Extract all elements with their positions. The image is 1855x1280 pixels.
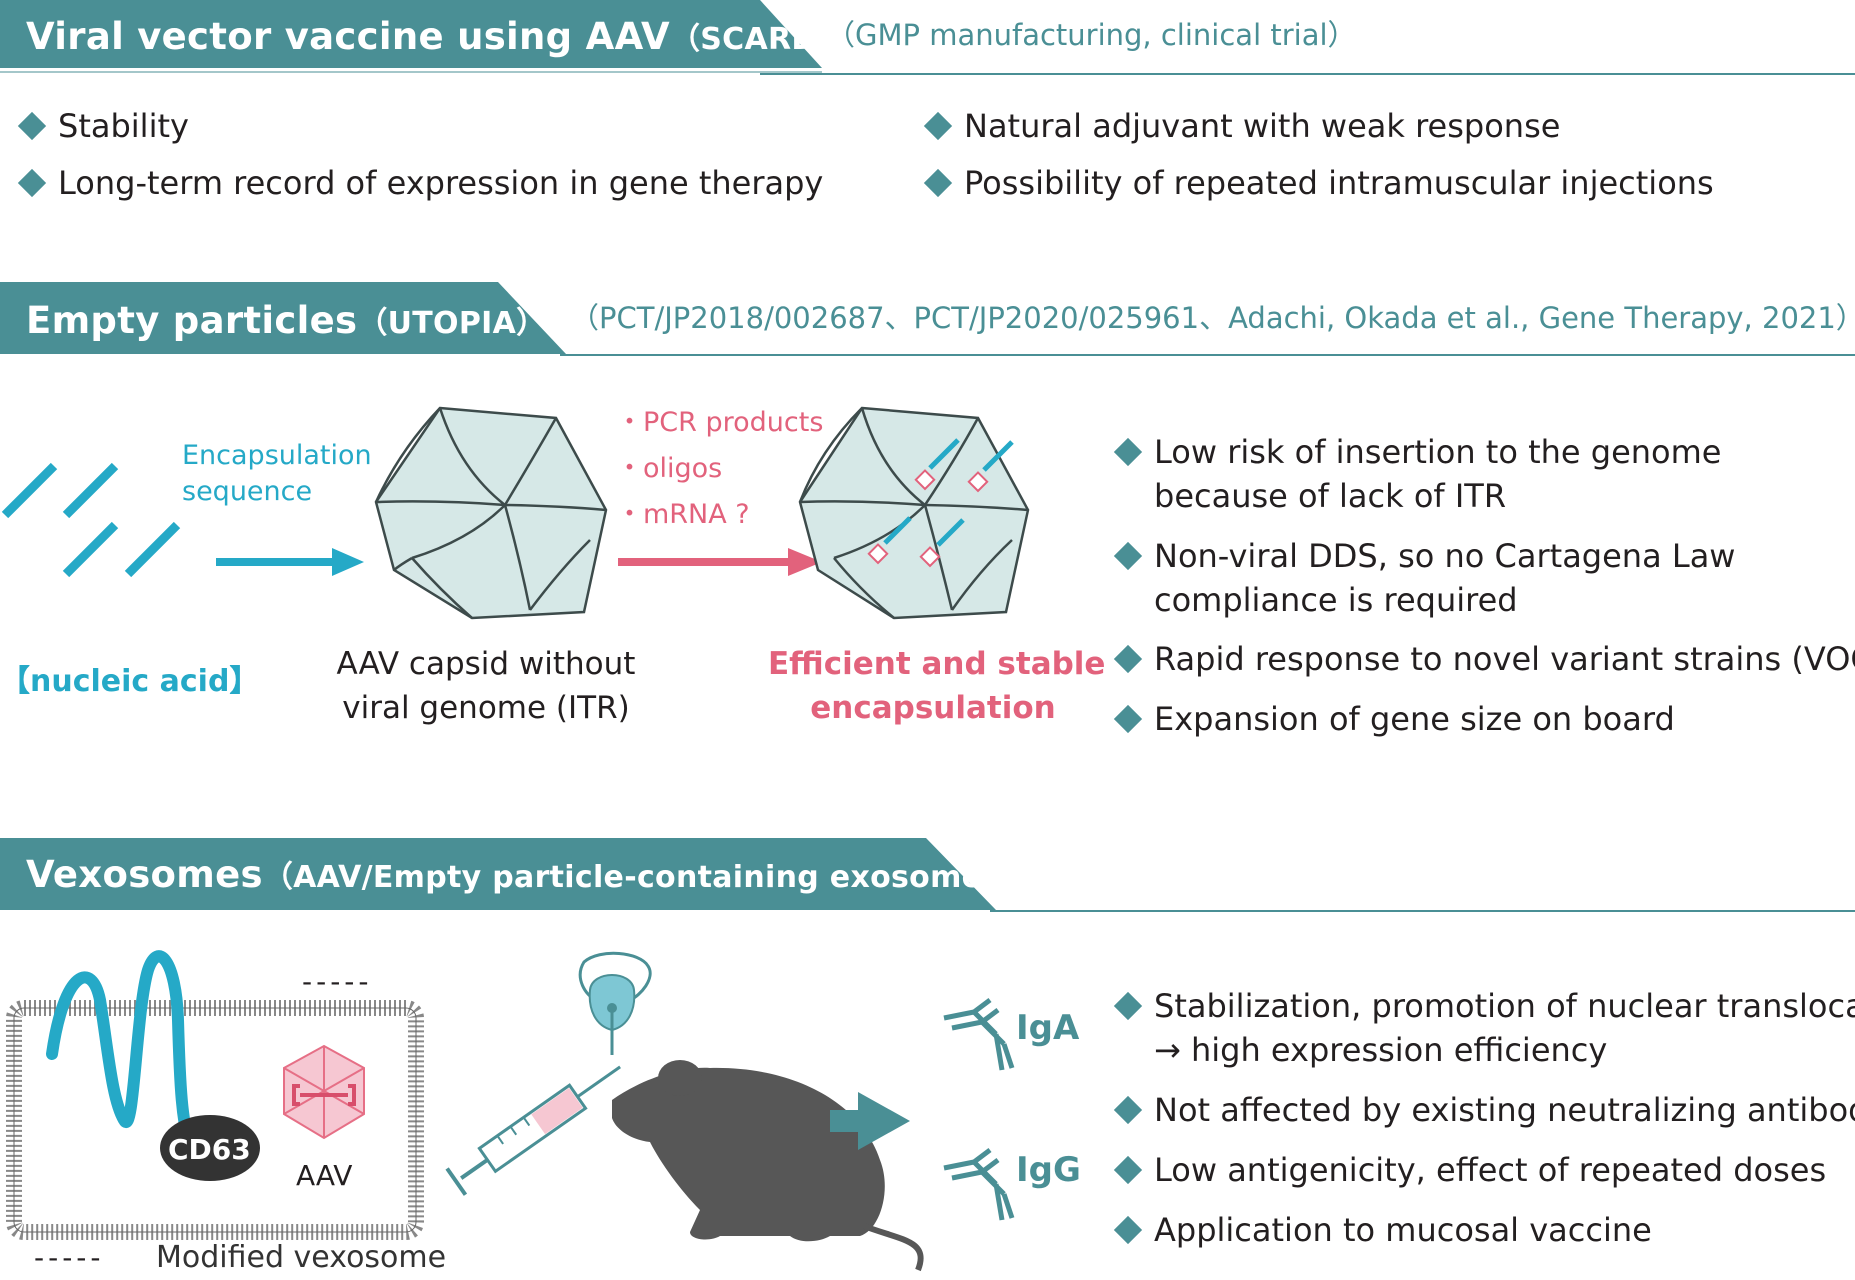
bullet-text: Expansion of gene size on board — [1154, 700, 1675, 738]
bullet-text: Long-term record of expression in gene t… — [58, 164, 824, 202]
bullet-text-line2: compliance is required — [1154, 581, 1518, 619]
section3-header-band — [0, 838, 1855, 918]
cd63-protein-icon — [46, 950, 196, 1154]
bullet-text: Natural adjuvant with weak response — [964, 107, 1561, 145]
section1-title-sub: （SCARDA） — [669, 22, 871, 57]
iga-antibody-icon — [943, 998, 1015, 1071]
nasal-mask-icon — [578, 951, 652, 1055]
s2-bullet-2: Non-viral DDS, so no Cartagena Law compl… — [1113, 534, 1736, 622]
bullet-text: Not affected by existing neutralizing an… — [1154, 1091, 1855, 1129]
aav-label: AAV — [296, 1159, 353, 1192]
section2-header-band — [0, 282, 1855, 362]
cargo-item-oligos: ・oligos — [616, 453, 723, 484]
vexosome-top-dash: ----- — [302, 965, 373, 998]
result-caption: Efficient and stable encapsulation — [768, 642, 1106, 730]
capsid-caption: AAV capsid without viral genome (ITR) — [316, 642, 656, 730]
nucleic-acid-icon — [1, 462, 181, 578]
section3-title-main: Vexosomes — [26, 853, 263, 896]
cargo-item-pcr: ・PCR products — [616, 407, 824, 438]
s3-bullet-4: Application to mucosal vaccine — [1113, 1208, 1652, 1252]
section2-diagram — [1, 406, 1030, 620]
section3-diagram — [6, 950, 1015, 1272]
s1-bullet-right-2: Possibility of repeated intramuscular in… — [923, 161, 1714, 205]
encapsulation-label-line2: sequence — [182, 476, 313, 507]
bullet-text-line1: Low risk of insertion to the genome — [1154, 433, 1722, 471]
section2-title: Empty particles（UTOPIA） — [26, 298, 546, 342]
encapsulation-arrow-icon — [216, 548, 364, 576]
encapsulation-label: Encapsulation sequence — [182, 438, 372, 510]
bullet-text-line1: Non-viral DDS, so no Cartagena Law — [1154, 537, 1736, 575]
bullet-text: Possibility of repeated intramuscular in… — [964, 164, 1714, 202]
section1-header-band — [0, 0, 1855, 80]
section2-title-sub: （UTOPIA） — [357, 306, 547, 341]
section3-title-sub: （AAV/Empty particle-containing exosomes） — [262, 860, 1031, 895]
igg-label: IgG — [1016, 1150, 1081, 1190]
syringe-icon — [445, 1065, 621, 1196]
bullet-text: Stability — [58, 107, 189, 145]
section1-note: （GMP manufacturing, clinical trial） — [826, 18, 1357, 52]
capsid-caption-line1: AAV capsid without — [336, 646, 636, 682]
response-arrow-icon — [830, 1092, 910, 1150]
cd63-ellipse — [160, 1115, 260, 1181]
aav-capsid-icon — [374, 406, 608, 620]
legend-dash: ----- — [34, 1241, 105, 1274]
bullet-text: Rapid response to novel variant strains … — [1154, 640, 1855, 678]
s1-bullet-left-1: Stability — [17, 104, 189, 148]
cargo-arrow-icon — [618, 548, 822, 576]
s2-bullet-3: Rapid response to novel variant strains … — [1113, 637, 1855, 681]
section1-title-main: Viral vector vaccine using AAV — [26, 15, 670, 58]
encapsulation-label-line1: Encapsulation — [182, 440, 372, 471]
s2-bullet-4: Expansion of gene size on board — [1113, 697, 1675, 741]
igg-antibody-icon — [943, 1148, 1015, 1221]
s3-bullet-2: Not affected by existing neutralizing an… — [1113, 1088, 1855, 1132]
capsid-caption-line2: viral genome (ITR) — [342, 690, 630, 726]
s2-bullet-1: Low risk of insertion to the genome beca… — [1113, 430, 1722, 518]
section2-title-main: Empty particles — [26, 299, 358, 342]
vexosome-membrane-icon — [6, 1000, 424, 1240]
section2-note: （PCT/JP2018/002687、PCT/JP2020/025961、Ada… — [570, 301, 1855, 335]
cargo-list: ・PCR products ・oligos ・mRNA ? — [616, 400, 823, 538]
s1-bullet-left-2: Long-term record of expression in gene t… — [17, 161, 824, 205]
bullet-text: Low antigenicity, effect of repeated dos… — [1154, 1151, 1827, 1189]
mouse-icon — [612, 1060, 924, 1272]
cd63-label: CD63 — [168, 1133, 251, 1166]
section1-title: Viral vector vaccine using AAV（SCARDA） — [26, 14, 870, 58]
iga-label: IgA — [1016, 1008, 1080, 1048]
cargo-item-mrna: ・mRNA ? — [616, 499, 750, 530]
bullet-text-line1: Stabilization, promotion of nuclear tran… — [1154, 987, 1855, 1025]
aav-particle-icon — [283, 1044, 365, 1140]
s1-bullet-right-1: Natural adjuvant with weak response — [923, 104, 1561, 148]
result-caption-line2: encapsulation — [810, 690, 1056, 726]
section3-title: Vexosomes（AAV/Empty particle-containing … — [26, 852, 1031, 896]
s3-bullet-1: Stabilization, promotion of nuclear tran… — [1113, 984, 1855, 1072]
s3-bullet-3: Low antigenicity, effect of repeated dos… — [1113, 1148, 1827, 1192]
legend-label: Modified vexosome — [156, 1240, 447, 1275]
bullet-text: Application to mucosal vaccine — [1154, 1211, 1652, 1249]
bullet-text-line2: → high expression efficiency — [1154, 1031, 1608, 1069]
bullet-text-line2: because of lack of ITR — [1154, 477, 1507, 515]
nucleic-acid-label: 【nucleic acid】 — [0, 664, 260, 699]
loaded-capsid-icon — [798, 406, 1030, 620]
result-caption-line1: Efficient and stable — [768, 646, 1106, 682]
